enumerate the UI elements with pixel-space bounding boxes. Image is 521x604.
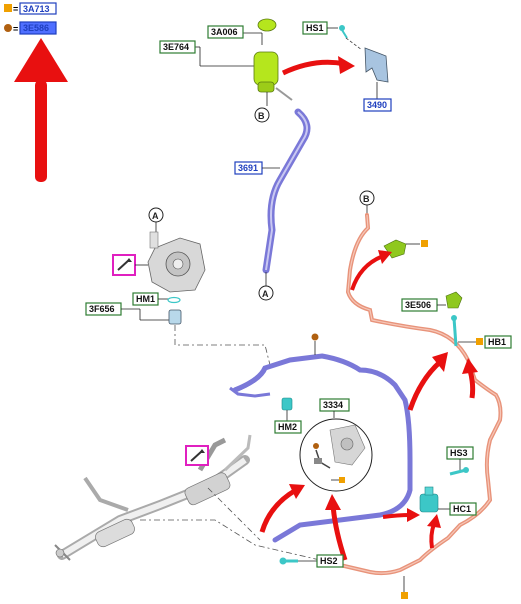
reservoir-icon [253,51,279,86]
inset-marker-circle-icon [313,443,319,449]
label-3691: 3691 [234,161,263,175]
pump-icon [147,231,206,293]
marker-square-bottom-icon [401,592,408,599]
legend-circle-icon [4,24,12,32]
svg-text:3A006: 3A006 [211,27,238,37]
label-3e764: 3E764 [159,40,196,54]
red-arrow-to-hc1-icon [382,513,411,519]
clamp-hm2-icon [281,397,293,411]
legend-square-code-box [19,2,57,15]
callout-b-right: B [359,190,375,206]
legend-square-icon [4,4,12,12]
bolt-hs2-icon [279,557,298,565]
svg-text:HS2: HS2 [320,556,338,566]
bracket-3490-icon [364,47,389,83]
bolt-hb1-icon [451,315,458,347]
svg-text:A: A [262,289,269,299]
bolt-hs1-icon [339,25,348,39]
label-3a006: 3A006 [207,25,244,39]
red-arrow-to-inset-left-icon [259,487,298,533]
label-hs3: HS3 [446,446,474,460]
red-arrow-to-3e506-icon [407,360,442,411]
svg-text:3E506: 3E506 [405,300,431,310]
svg-text:B: B [363,194,370,204]
marker-circle-hose-icon [311,333,319,341]
svg-text:=: = [13,4,18,14]
svg-text:HC1: HC1 [453,504,471,514]
label-3f656: 3F656 [85,302,122,316]
svg-text:A: A [152,211,159,221]
label-hc1: HC1 [449,502,477,516]
label-hs1: HS1 [302,21,328,35]
callout-a-mid: A [258,285,274,301]
label-hm2: HM2 [274,420,302,434]
svg-text:HS1: HS1 [306,23,324,33]
label-3490: 3490 [363,98,392,112]
pressure-hose-icon [232,353,413,543]
svg-text:3F656: 3F656 [89,304,115,314]
o-ring-icon [167,296,181,304]
legend-circle-code: 3E586 [23,23,49,33]
svg-text:3490: 3490 [367,100,387,110]
svg-text:HM1: HM1 [136,294,155,304]
wrench-icon-bottom [185,445,209,466]
svg-text:HS3: HS3 [450,448,468,458]
red-arrow-to-inset-right-icon [330,504,348,561]
reservoir-assembly [195,18,293,106]
svg-text:B: B [258,111,265,121]
big-red-arrow-icon [14,38,68,182]
callout-b-top: B [254,107,270,123]
svg-text:=: = [13,24,18,34]
legend-circle-code-box [19,21,57,35]
label-hm1: HM1 [132,292,159,306]
label-3334: 3334 [319,398,350,412]
label-hb1: HB1 [484,335,512,349]
legend-square-code: 3A713 [23,4,50,14]
svg-text:3691: 3691 [238,163,258,173]
legend: = 3A713 = 3E586 [4,2,57,35]
reservoir-cap-icon [257,18,277,32]
marker-square-clip-icon [421,240,428,247]
red-arrow-to-hs3-icon [429,523,436,549]
svg-text:3E764: 3E764 [163,42,189,52]
svg-text:HB1: HB1 [488,337,506,347]
red-arrow-reservoir-to-bracket-icon [281,59,346,76]
inset-marker-square-icon [339,477,345,483]
fitting-3f656-icon [168,309,182,325]
red-arrow-to-hb1-icon [467,369,476,399]
red-arrow-to-clip-upper-icon [350,254,384,291]
inset-detail-3334 [299,418,373,492]
bolt-hs3-icon [449,467,469,476]
svg-text:3334: 3334 [323,400,343,410]
steering-rack-icon [54,434,252,561]
callout-a-pump: A [148,207,164,223]
svg-text:HM2: HM2 [278,422,297,432]
clamp-hc1-icon [419,486,439,513]
label-3e506: 3E506 [401,298,438,312]
hose-3691-icon [262,108,311,274]
clip-3e506-icon [445,291,463,309]
label-hs2: HS2 [316,554,344,568]
marker-square-hb1-icon [476,338,483,345]
wrench-icon-top [112,254,136,276]
